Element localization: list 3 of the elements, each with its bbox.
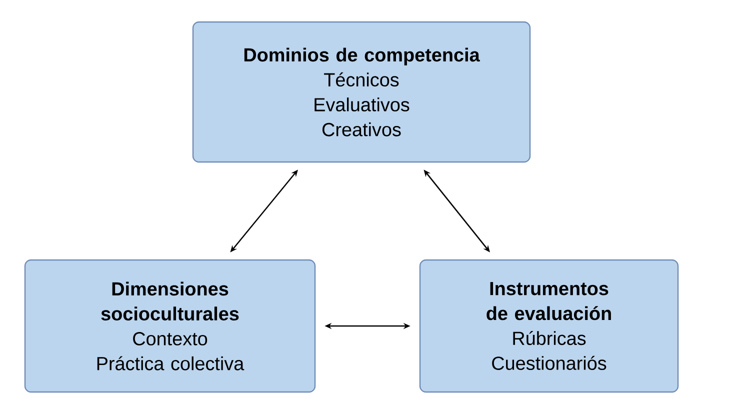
process-box: Dominios de competencia Técnicos Evaluativos Creativos [192, 21, 531, 163]
process-box: Dimensiones socioculturales Contexto Práctica colectiva [24, 259, 316, 393]
process-box: Instrumentos de evaluación Rúbricas Cuestionariós [419, 259, 679, 393]
